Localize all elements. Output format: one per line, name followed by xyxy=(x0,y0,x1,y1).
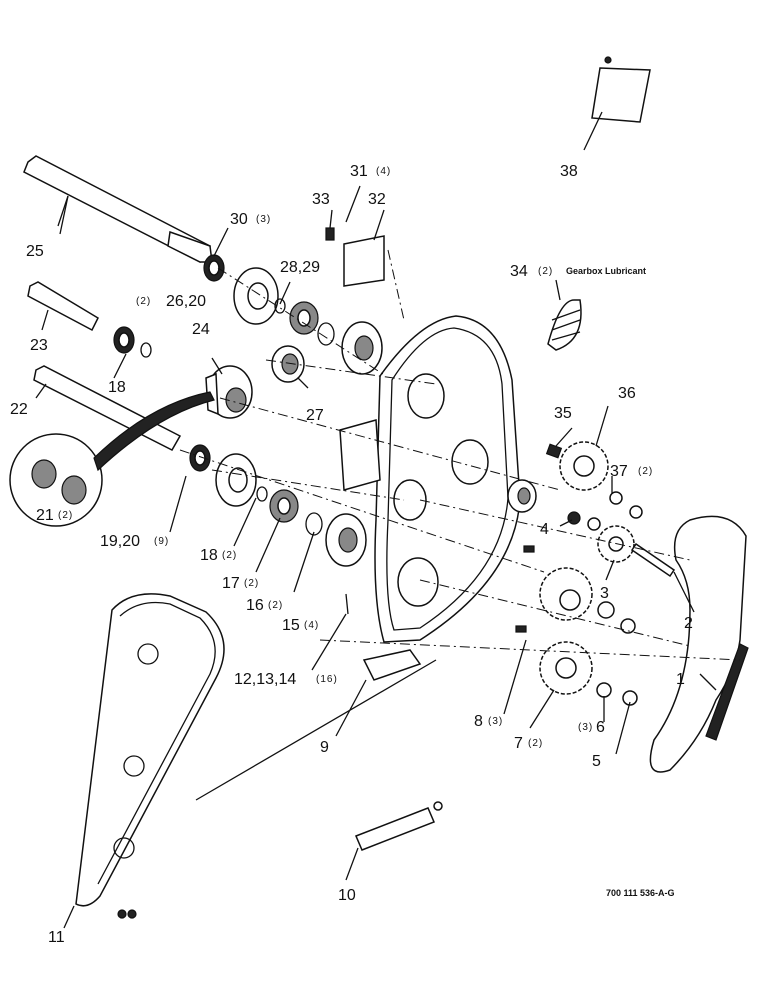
drawing-code: 700 111 536-A-G xyxy=(606,888,675,898)
callout-3: 3 xyxy=(600,585,609,602)
callout-33: 33 xyxy=(312,191,330,208)
flange-bearing-24 xyxy=(205,365,253,419)
callout-16: 16 xyxy=(246,597,264,614)
bearing-28 xyxy=(274,298,335,346)
callout-34: 34 xyxy=(510,263,528,280)
callout-labels: 38 31 (4) 33 32 34 (2) Gearbox Lubricant… xyxy=(10,163,693,946)
callout-15: 15 xyxy=(282,617,300,634)
callout-17: 17 xyxy=(222,575,240,592)
callout-35: 35 xyxy=(554,405,572,422)
disc-35 xyxy=(507,479,537,513)
callout-16-qty: (2) xyxy=(268,600,283,611)
flange-16 xyxy=(325,513,367,567)
cover-plate-32 xyxy=(343,235,385,287)
assembly-lines xyxy=(179,249,741,801)
keys-8 xyxy=(515,545,535,633)
bearing-19 xyxy=(189,444,211,472)
callout-18-qty: (2) xyxy=(222,550,237,561)
bolt-2 xyxy=(630,542,676,578)
cover-plate-38 xyxy=(583,56,651,151)
bearing-18 xyxy=(113,326,152,358)
callout-6: 6 xyxy=(596,719,605,736)
flange-plate-lower xyxy=(215,453,257,507)
callout-7: 7 xyxy=(514,735,523,752)
callout-25: 25 xyxy=(26,243,44,260)
callout-32: 32 xyxy=(368,191,386,208)
sprocket-middle xyxy=(539,567,593,621)
ring-16 xyxy=(305,512,323,536)
grease-tube-10 xyxy=(355,801,443,851)
callout-17-qty: (2) xyxy=(244,578,259,589)
grease-tube-34 xyxy=(547,299,582,351)
callout-1: 1 xyxy=(676,671,685,688)
gearbox-housing xyxy=(339,315,521,681)
callout-18-a: 18 xyxy=(200,547,218,564)
callout-21-qty: (2) xyxy=(58,510,73,521)
callout-30-qty: (3) xyxy=(256,214,271,225)
sprocket-7 xyxy=(539,641,593,695)
callout-12-qty: (16) xyxy=(316,674,338,685)
callout-37: 37 xyxy=(610,463,628,480)
callout-6-qty: (3) xyxy=(578,722,593,733)
shaft-23 xyxy=(27,281,99,332)
callout-18-b: 18 xyxy=(108,379,126,396)
chain-1 xyxy=(649,515,749,773)
sprocket-36 xyxy=(545,441,609,491)
callout-10: 10 xyxy=(338,887,356,904)
callout-11: 11 xyxy=(48,929,65,946)
callout-19-qty: (9) xyxy=(154,536,169,547)
callout-23: 23 xyxy=(30,337,48,354)
callout-2: 2 xyxy=(684,615,693,632)
flange-upper-right xyxy=(341,321,383,375)
callout-31: 31 xyxy=(350,163,368,180)
callout-27: 27 xyxy=(306,407,324,424)
callout-9: 9 xyxy=(320,739,329,756)
callout-24: 24 xyxy=(192,321,210,338)
seal-27 xyxy=(271,345,305,383)
callout-8: 8 xyxy=(474,713,483,730)
callout-26-20: 26,20 xyxy=(166,293,206,310)
shaft-25 xyxy=(23,155,213,263)
callout-28-29: 28,29 xyxy=(280,259,320,276)
leader-lines xyxy=(59,185,717,929)
callout-22: 22 xyxy=(10,401,28,418)
callout-31-qty: (4) xyxy=(376,166,391,177)
callout-12-13-14: 12,13,14 xyxy=(234,671,296,688)
callout-4: 4 xyxy=(540,521,549,538)
callout-7-qty: (2) xyxy=(528,738,543,749)
callout-8-qty: (3) xyxy=(488,716,503,727)
bearing-30 xyxy=(203,254,225,282)
bearing-17 xyxy=(256,486,299,523)
callout-15-qty: (4) xyxy=(304,620,319,631)
washers-small xyxy=(567,491,643,706)
callout-30: 30 xyxy=(230,211,248,228)
fitting-33 xyxy=(325,227,335,241)
flange-plate-upper xyxy=(233,267,279,325)
callout-26-qty: (2) xyxy=(136,296,151,307)
callout-38: 38 xyxy=(560,163,578,180)
callout-21: 21 xyxy=(36,507,54,524)
callout-36: 36 xyxy=(618,385,636,402)
callout-37-qty: (2) xyxy=(638,466,653,477)
shield-11 xyxy=(75,593,225,919)
callout-5: 5 xyxy=(592,753,601,770)
callout-19-20: 19,20 xyxy=(100,533,140,550)
callout-34-qty: (2) xyxy=(538,266,553,277)
detail-inset-21 xyxy=(9,391,215,527)
callout-34-note: Gearbox Lubricant xyxy=(566,266,646,276)
